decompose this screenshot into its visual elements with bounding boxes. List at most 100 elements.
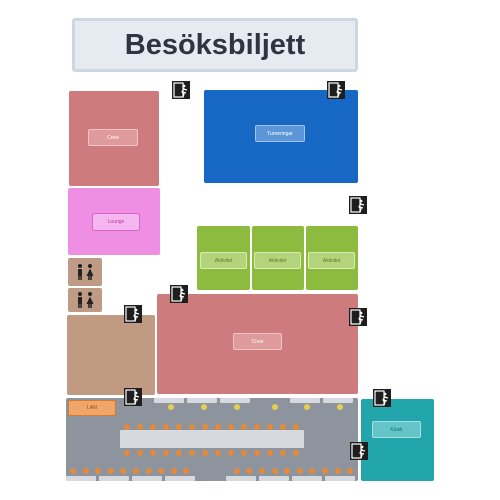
seat-icon [137,424,143,430]
seat-icon [347,468,354,474]
zone-activity-2[interactable]: Aktivitet [252,226,304,290]
zone-crew-bottom-label: Crew [233,333,282,350]
seat-icon [82,468,89,474]
seat-icon [293,450,299,456]
seat-icon [170,468,177,474]
table-strip [66,476,96,481]
zone-crew-bottom[interactable]: Crew [157,294,358,394]
zone-kiosk-label: Kiosk [372,421,421,438]
seat-icon [145,468,152,474]
table-strip [187,398,217,403]
emergency-exit-icon [172,81,190,99]
seat-icon [215,450,221,456]
table-strip [292,476,322,481]
lamp-icon [304,404,310,410]
seat-icon [70,468,76,474]
zone-activity-2-label: Aktivitet [254,252,301,269]
seat-icon [259,468,265,474]
seat-icon [246,468,253,474]
zone-activity-3[interactable]: Aktivitet [306,226,358,290]
seat-icon [158,468,165,474]
seat-icon [267,424,273,430]
restroom-1[interactable] [68,258,102,286]
zone-tournaments[interactable]: Turneringar [204,90,358,183]
emergency-exit-icon [349,308,367,326]
table-strip [290,398,320,403]
emergency-exit-icon [350,442,368,460]
seat-icon [241,450,247,456]
lamp-icon [234,404,240,410]
seat-icon [124,424,130,430]
seat-icon [107,468,114,474]
lamp-icon [168,404,174,410]
seat-icon [228,450,234,456]
seat-icon [280,424,286,430]
seat-icon [254,424,260,430]
seat-icon [284,468,291,474]
seat-icon [254,450,260,456]
seat-icon [150,424,156,430]
seat-icon [233,468,240,474]
lamp-icon [201,404,207,410]
seat-icon [124,450,130,456]
seat-icon [163,450,169,456]
restroom-icon [78,292,94,308]
seat-icon [137,450,143,456]
seat-icon [202,424,208,430]
table-strip [132,476,162,481]
lan-table-center [120,430,304,448]
table-strip [99,476,129,481]
zone-tournaments-label: Turneringar [255,125,305,142]
zone-lounge[interactable]: Lounge [68,188,160,255]
seat-icon [163,424,169,430]
table-strip [220,398,250,403]
seat-icon [215,424,221,430]
seat-icon [189,450,195,456]
emergency-exit-icon [170,285,188,303]
seat-icon [334,468,341,474]
table-strip [165,476,195,481]
restroom-2[interactable] [68,288,102,312]
seat-icon [120,468,127,474]
zone-activity-1[interactable]: Aktivitet [197,226,250,290]
zone-crew-top-label: Crew [88,129,138,146]
zone-lan-hall[interactable]: LAN [66,398,358,481]
seat-icon [296,468,303,474]
table-strip [323,398,353,403]
table-strip [226,476,256,481]
seat-icon [189,424,195,430]
seat-icon [293,424,299,430]
zone-activity-3-label: Aktivitet [308,252,355,269]
seat-icon [271,468,278,474]
seat-icon [241,424,247,430]
seat-icon [228,424,234,430]
page-title: Besöksbiljett [124,28,306,61]
seat-icon [95,468,102,474]
zone-crew-top[interactable]: Crew [69,91,159,186]
seat-icon [267,450,273,456]
emergency-exit-icon [327,81,345,99]
zone-kiosk[interactable]: Kiosk [361,399,434,481]
emergency-exit-icon [373,389,391,407]
restroom-icon [78,264,94,280]
zone-lan-label: LAN [68,400,116,416]
seat-icon [322,468,328,474]
zone-lounge-label: Lounge [92,213,140,231]
seat-icon [176,450,182,456]
seat-icon [150,450,156,456]
zone-storage[interactable] [67,315,155,395]
table-strip [325,476,355,481]
seat-icon [183,468,190,474]
emergency-exit-icon [124,388,142,406]
lamp-icon [272,404,278,410]
zone-activity-1-label: Aktivitet [200,252,247,269]
emergency-exit-icon [124,305,142,323]
emergency-exit-icon [349,196,367,214]
seat-icon [280,450,286,456]
seat-icon [176,424,182,430]
table-strip [154,398,184,403]
seat-icon [202,450,208,456]
seat-icon [133,468,139,474]
lamp-icon [337,404,343,410]
ticket-title-banner: Besöksbiljett [72,18,358,72]
